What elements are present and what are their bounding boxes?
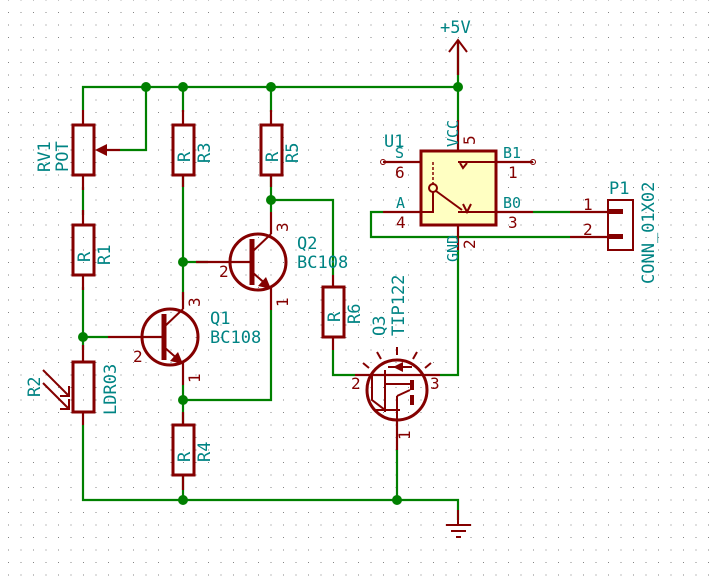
- junction: [453, 82, 463, 92]
- rv1-ref: RV1: [35, 141, 55, 172]
- component-p1[interactable]: 1 2 P1 CONN_01X02: [570, 179, 659, 284]
- q1-value: BC108: [210, 328, 261, 348]
- q3-value: TIP122: [389, 275, 409, 336]
- junction: [178, 257, 188, 267]
- r3-value: R: [175, 151, 195, 162]
- junction: [141, 82, 151, 92]
- component-q3[interactable]: 2 3 1 Q3 TIP122: [351, 275, 440, 450]
- rv1-value: POT: [53, 141, 73, 172]
- r6-value: R: [325, 311, 345, 322]
- q2-pin-emitter: 1: [273, 297, 292, 307]
- q1-pin-collector: 3: [185, 297, 204, 307]
- r1-ref: R1: [95, 245, 115, 265]
- junction: [266, 195, 276, 205]
- ground-symbol[interactable]: [446, 510, 471, 538]
- component-r2-ldr[interactable]: R2 LDR03: [25, 345, 121, 425]
- u1-pin-num-b0: 3: [508, 213, 518, 232]
- power-vcc-symbol[interactable]: +5V: [440, 18, 471, 75]
- wire-vcc-rail[interactable]: [81, 85, 458, 110]
- emitter-arrow-icon: [258, 277, 271, 289]
- component-r5[interactable]: R R5: [259, 110, 303, 187]
- r5-ref: R5: [283, 143, 303, 163]
- u1-pin-num-b1: 1: [508, 163, 518, 182]
- light-arrows-icon: [42, 369, 70, 410]
- p1-pin-2: 2: [583, 220, 593, 239]
- wire-gnd-rail[interactable]: [81, 425, 397, 502]
- r4-ref: R4: [195, 442, 215, 462]
- wire-q3c-u1gnd[interactable]: [440, 250, 460, 377]
- junction: [178, 395, 188, 405]
- u1-pin-name-gnd: GND: [444, 235, 462, 262]
- u1-pin-num-vcc: 5: [460, 135, 479, 145]
- junctions: [78, 82, 463, 505]
- wiper-arrow-icon: [95, 144, 107, 156]
- r1-value: R: [75, 251, 95, 262]
- r4-value: R: [175, 451, 195, 462]
- q3-pin-emitter: 1: [395, 430, 414, 440]
- p1-value: CONN_01X02: [639, 182, 659, 284]
- switch-icon: [421, 161, 496, 215]
- q2-pin-base: 2: [219, 262, 229, 281]
- wire-r6-q3b[interactable]: [331, 350, 355, 377]
- junction: [178, 495, 188, 505]
- wire-r5-r6[interactable]: [271, 198, 335, 275]
- u1-pin-num-s: 6: [395, 163, 405, 182]
- p1-ref: P1: [609, 179, 629, 199]
- q1-ref: Q1: [210, 309, 230, 329]
- r2-ref: R2: [25, 377, 45, 397]
- component-r6[interactable]: R R6: [321, 275, 365, 350]
- u1-pin-name-b1: B1: [503, 144, 521, 162]
- component-u1[interactable]: U1 VCC 5 S 6 A 4 B1 1 B0 3 GND 2: [380, 120, 536, 262]
- u1-pin-name-a: A: [396, 194, 405, 212]
- q1-pin-base: 2: [133, 347, 143, 366]
- q1-pin-emitter: 1: [185, 373, 204, 383]
- component-rv1[interactable]: RV1 POT: [35, 110, 120, 190]
- component-r3[interactable]: R R3: [171, 110, 215, 187]
- component-q2[interactable]: 2 3 1 Q2 BC108: [196, 212, 348, 310]
- component-q1[interactable]: 2 3 1 Q1 BC108: [108, 292, 261, 385]
- darlington-internals-icon: [371, 362, 414, 420]
- u1-pin-name-s: S: [395, 144, 404, 162]
- q2-value: BC108: [297, 253, 348, 273]
- heatsink-rays-icon: [362, 347, 432, 369]
- q2-pin-collector: 3: [273, 222, 292, 232]
- component-r4[interactable]: R R4: [171, 412, 215, 490]
- q3-pin-collector: 3: [430, 374, 440, 393]
- wire-u1a-p1-2[interactable]: [369, 210, 570, 239]
- r2-value: LDR03: [101, 364, 121, 415]
- u1-ref: U1: [384, 132, 404, 152]
- emitter-arrow-icon: [170, 352, 183, 364]
- component-r1[interactable]: R R1: [71, 210, 115, 290]
- wire-q2e-node[interactable]: [183, 310, 273, 402]
- wire-pot-wiper[interactable]: [120, 87, 148, 152]
- junction: [178, 82, 188, 92]
- arrow-up-icon: [448, 38, 468, 53]
- q2-ref: Q2: [297, 234, 317, 254]
- p1-pin-1: 1: [583, 195, 593, 214]
- r5-value: R: [263, 151, 283, 162]
- junction: [78, 332, 88, 342]
- junction: [392, 495, 402, 505]
- u1-pin-num-gnd: 2: [460, 239, 479, 249]
- r3-ref: R3: [195, 143, 215, 163]
- u1-pin-name-b0: B0: [503, 194, 521, 212]
- u1-pin-num-a: 4: [396, 213, 406, 232]
- r6-ref: R6: [345, 304, 365, 324]
- q3-ref: Q3: [370, 316, 390, 336]
- q3-pin-base: 2: [351, 374, 361, 393]
- junction: [266, 82, 276, 92]
- u1-pin-name-vcc: VCC: [444, 120, 462, 147]
- vcc-label: +5V: [440, 18, 471, 38]
